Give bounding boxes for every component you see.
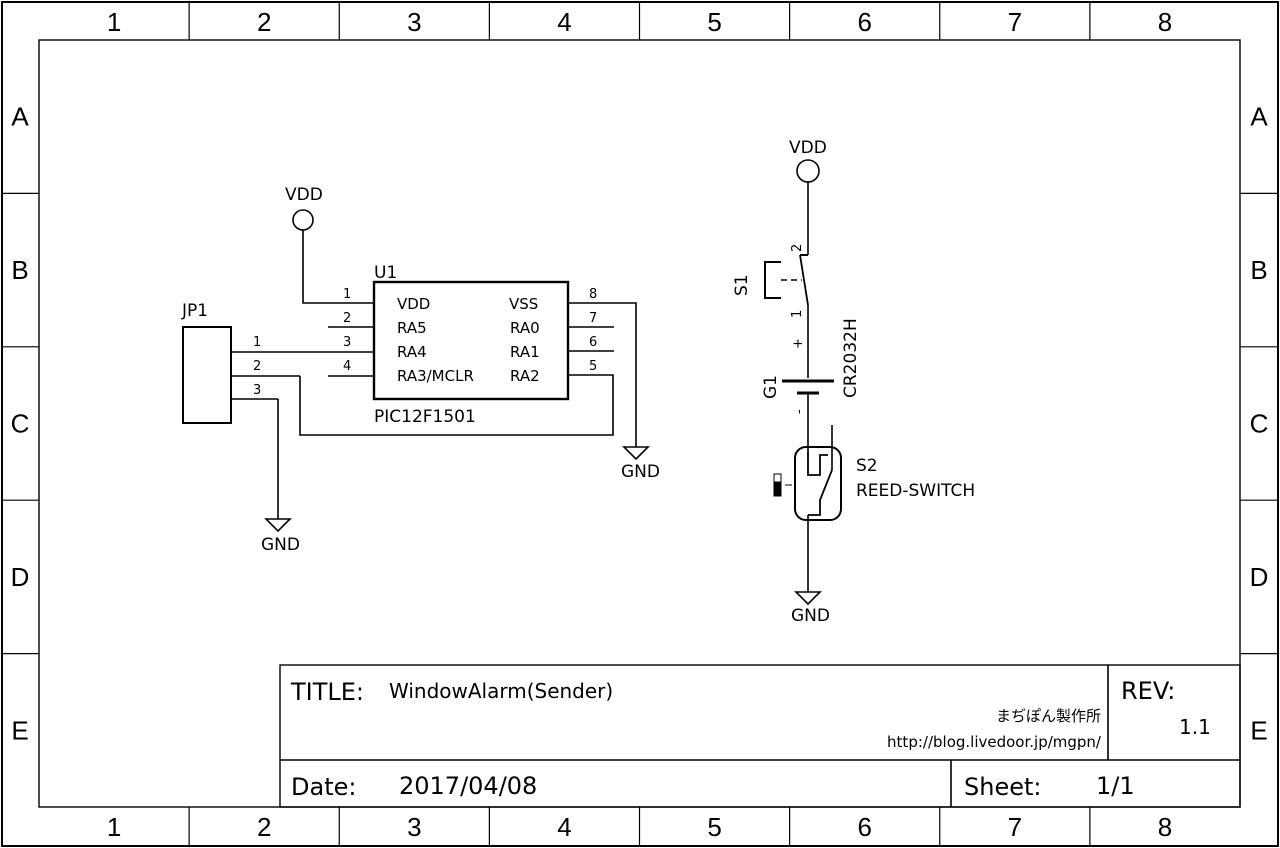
column-label-top: 6 (857, 7, 871, 37)
jp1-pin-1: 1 (253, 335, 261, 350)
column-label-bottom: 8 (1158, 812, 1172, 842)
net-battery-gnd: GND (791, 591, 830, 626)
net-battery-vdd: VDD (789, 138, 827, 255)
u1-pin-8-name: VSS (509, 295, 538, 313)
u1-pin-7-name: RA0 (510, 319, 540, 337)
column-label-bottom: 5 (707, 812, 721, 842)
u1-pin-6-name: RA1 (510, 343, 540, 361)
date-label: Date: (291, 773, 356, 801)
s2-part: REED-SWITCH (856, 481, 975, 501)
u1-pin-5-num: 5 (589, 359, 597, 374)
rev-value: 1.1 (1179, 715, 1211, 739)
net-jp1-gnd: GND (261, 399, 300, 555)
column-label-top: 8 (1158, 7, 1172, 37)
row-label-right: C (1250, 409, 1269, 439)
row-label-left: A (11, 102, 29, 132)
u1-pin-5-name: RA2 (510, 367, 540, 385)
row-label-right: A (1250, 102, 1268, 132)
u1-pin-7-num: 7 (589, 311, 597, 326)
connector-jp1: JP1 1 2 3 (181, 301, 375, 424)
column-label-bottom: 3 (407, 812, 421, 842)
net-u1-gnd: GND (568, 302, 660, 482)
gnd-label-right: GND (791, 606, 830, 626)
u1-pin-3-num: 3 (343, 335, 351, 350)
jp1-pin-2: 2 (253, 359, 261, 374)
row-label-left: E (11, 715, 28, 745)
reed-switch-s2: S2 REED-SWITCH (773, 425, 975, 592)
u1-ref: U1 (374, 263, 397, 283)
switch-s1: 2 1 S1 (732, 244, 809, 378)
u1-pin-4-name: RA3/MCLR (397, 367, 474, 385)
vdd-label-right: VDD (789, 138, 827, 158)
u1-pin-6-num: 6 (589, 335, 597, 350)
battery-g1: + - G1 CR2032H (761, 318, 861, 451)
column-label-top: 7 (1008, 7, 1022, 37)
u1-pin-2-name: RA5 (397, 319, 427, 337)
g1-minus: - (792, 409, 807, 414)
column-label-top: 5 (707, 7, 721, 37)
column-labels-top: 1 2 3 4 5 6 7 8 (107, 7, 1172, 37)
column-label-bottom: 7 (1008, 812, 1022, 842)
jp1-ref: JP1 (181, 301, 208, 321)
u1-pin-4-num: 4 (343, 359, 351, 374)
s1-pin-2: 2 (790, 244, 805, 252)
company-url: http://blog.livedoor.jp/mgpn/ (887, 733, 1102, 751)
s1-pin-1: 1 (790, 310, 805, 318)
gnd-label-left: GND (261, 535, 300, 555)
u1-part: PIC12F1501 (374, 407, 476, 427)
title-value: WindowAlarm(Sender) (389, 679, 613, 703)
jp1-pin-3: 3 (253, 383, 261, 398)
g1-plus: + (791, 338, 806, 349)
vdd-label-left: VDD (285, 185, 323, 205)
column-label-bottom: 4 (557, 812, 571, 842)
title-label: TITLE: (290, 678, 364, 706)
row-label-left: D (11, 562, 30, 592)
column-label-bottom: 6 (857, 812, 871, 842)
date-value: 2017/04/08 (399, 772, 537, 800)
title-block: TITLE: WindowAlarm(Sender) REV: 1.1 まぢぽん… (279, 664, 1241, 808)
ic-u1: U1 PIC12F1501 1 2 3 4 VDD RA5 RA4 RA3/MC… (328, 263, 614, 427)
row-labels-left: A B C D E (11, 102, 30, 746)
rev-label: REV: (1121, 677, 1175, 705)
column-label-top: 3 (407, 7, 421, 37)
row-label-left: B (11, 255, 28, 285)
g1-part: CR2032H (841, 318, 861, 398)
sheet-value: 1/1 (1096, 772, 1135, 800)
u1-pin-3-name: RA4 (397, 343, 427, 361)
sheet-label: Sheet: (964, 773, 1041, 801)
net-u1-vdd: VDD (285, 185, 374, 304)
company-name: まぢぽん製作所 (996, 707, 1101, 725)
row-label-right: E (1250, 715, 1267, 745)
s1-ref: S1 (732, 274, 752, 296)
g1-ref: G1 (761, 375, 781, 399)
u1-pin-1-name: VDD (397, 295, 430, 313)
column-labels-bottom: 1 2 3 4 5 6 7 8 (107, 812, 1172, 842)
u1-pin-1-num: 1 (343, 287, 351, 302)
column-label-bottom: 2 (257, 812, 271, 842)
net-jp1-ra2 (299, 374, 614, 436)
row-labels-right: A B C D E (1250, 102, 1269, 746)
row-label-right: B (1250, 255, 1267, 285)
column-label-top: 1 (107, 7, 121, 37)
u1-pin-2-num: 2 (343, 311, 351, 326)
column-label-top: 4 (557, 7, 571, 37)
gnd-label-middle: GND (621, 462, 660, 482)
row-label-right: D (1250, 562, 1269, 592)
column-label-top: 2 (257, 7, 271, 37)
magnet-icon (773, 473, 792, 497)
row-label-left: C (11, 409, 30, 439)
u1-pin-8-num: 8 (589, 287, 597, 302)
column-label-bottom: 1 (107, 812, 121, 842)
s2-ref: S2 (856, 456, 878, 476)
